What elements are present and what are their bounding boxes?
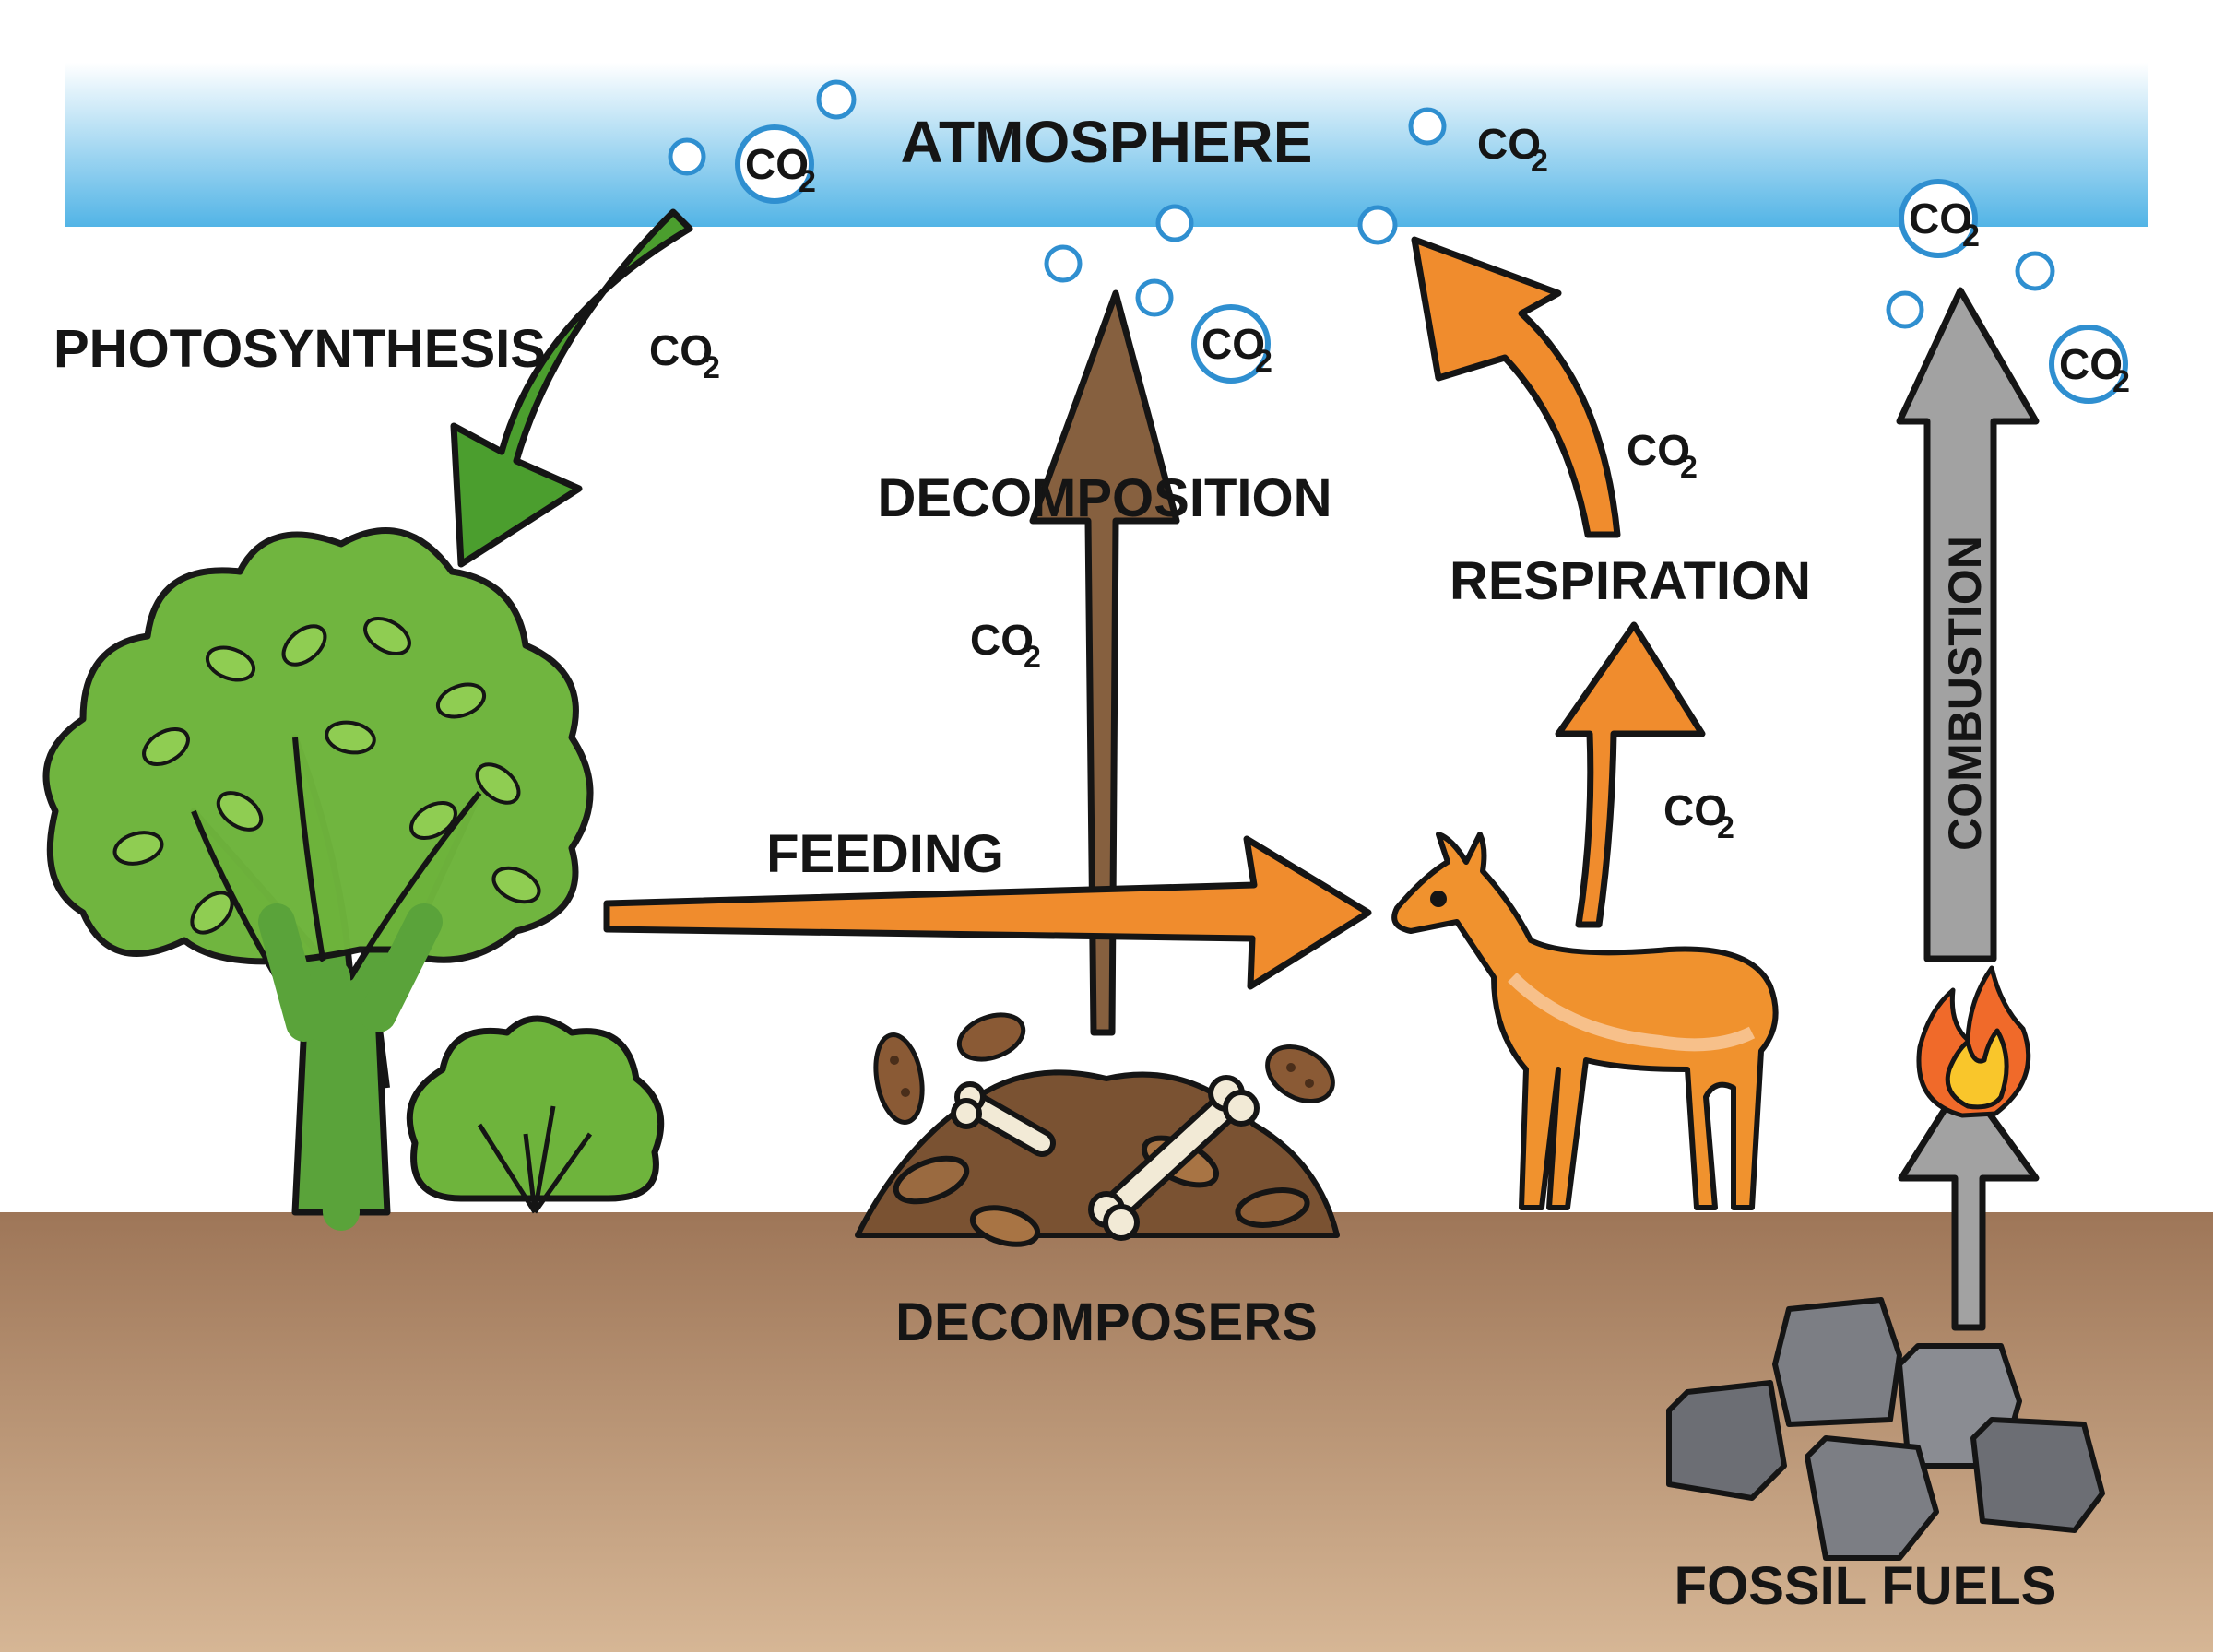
combustion-arrow-lower bbox=[1898, 1075, 2040, 1331]
atmosphere-label: ATMOSPHERE bbox=[901, 109, 1313, 175]
respiration-arrow-upper bbox=[1411, 236, 1621, 538]
bone-icon bbox=[1088, 1075, 1260, 1241]
photosynthesis-arrow bbox=[450, 208, 693, 568]
co2-circle-combustion-right bbox=[2049, 324, 2130, 404]
fossil-fuels-label: FOSSIL FUELS bbox=[1675, 1556, 2057, 1616]
shrub-icon bbox=[406, 1015, 665, 1214]
co2-circle-decomposition bbox=[1191, 304, 1272, 384]
combustion-label: COMBUSTION bbox=[1939, 536, 1991, 851]
atmosphere-band bbox=[65, 63, 2148, 227]
decomposers-label: DECOMPOSERS bbox=[895, 1292, 1318, 1352]
co2-label-respiration-upper bbox=[1627, 426, 1698, 485]
co2-label-decomposition bbox=[970, 616, 1041, 675]
decomposition-arrow bbox=[1029, 289, 1180, 1036]
respiration-label: RESPIRATION bbox=[1450, 551, 1811, 611]
deer-icon bbox=[1391, 832, 1779, 1210]
co2-label-respiration-lower bbox=[1663, 786, 1734, 845]
respiration-arrow-lower bbox=[1555, 621, 1706, 928]
flame-icon bbox=[1916, 965, 2031, 1118]
bone-icon bbox=[951, 1081, 1056, 1157]
feeding-label: FEEDING bbox=[766, 824, 1004, 884]
decomposition-label: DECOMPOSITION bbox=[877, 468, 1331, 528]
feeding-arrow bbox=[603, 835, 1372, 990]
bacteria-icon bbox=[873, 1012, 1335, 1125]
ground bbox=[0, 1212, 2213, 1652]
co2-label-photosynthesis bbox=[649, 326, 720, 385]
co2-bubbles bbox=[668, 79, 2055, 329]
photosynthesis-label: PHOTOSYNTHESIS bbox=[53, 319, 546, 379]
combustion-arrow-upper bbox=[1896, 287, 2040, 962]
tree-icon bbox=[42, 527, 594, 1231]
co2-circle-combustion-top bbox=[1899, 179, 1980, 258]
co2-circle-atmosphere-left bbox=[735, 124, 816, 204]
coal-icon bbox=[1666, 1297, 2105, 1561]
